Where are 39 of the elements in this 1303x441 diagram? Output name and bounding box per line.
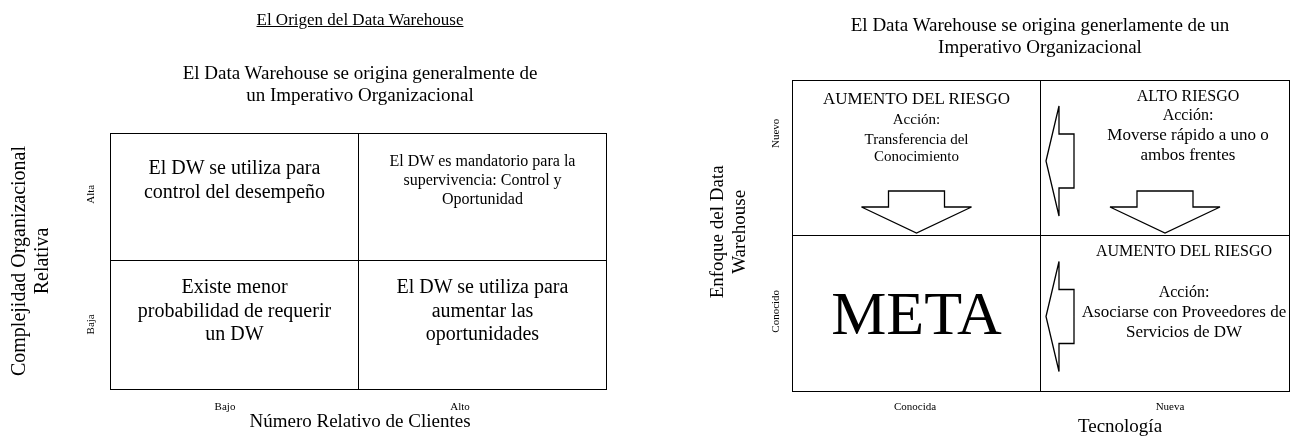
axis-tick-label: Bajo — [213, 400, 237, 413]
axis-tick-label: Nueva — [1154, 400, 1186, 413]
quadrant-cell — [792, 235, 1041, 392]
quadrant-cell — [110, 260, 359, 390]
cell-heading: AUMENTO DEL RIESGO — [823, 89, 1010, 110]
axis-tick-label: Nuevo — [768, 117, 782, 150]
axis-title: Enfoque del Data Warehouse — [706, 164, 750, 301]
block-arrow — [1109, 190, 1221, 234]
cell-text: Acción: — [891, 110, 942, 129]
cell-heading: AUMENTO DEL RIESGO — [1096, 242, 1272, 261]
quadrant-cell — [358, 133, 607, 261]
cell-text: El DW se utiliza para aumentar las oportunidades — [395, 275, 570, 346]
axis-title: Número Relativo de Clientes — [248, 410, 472, 432]
cell-heading: ALTO RIESGO — [1136, 87, 1240, 106]
axis-tick-label: Conocida — [892, 400, 938, 413]
quadrant-cell — [110, 133, 359, 261]
subtitle: El Data Warehouse se origina generalmente de un Imperativo Organizacional — [181, 62, 539, 106]
axis-tick-label: Baja — [83, 313, 97, 337]
cell-text: Acción: — [1162, 105, 1214, 125]
quadrant-cell — [358, 260, 607, 390]
cell-text: Acción: — [1158, 282, 1210, 302]
diagram-title: El Origen del Data Warehouse — [255, 10, 465, 30]
subtitle: El Data Warehouse se origina generlamente de un Imperativo Organizacional — [849, 14, 1231, 58]
quadrant-cell — [1040, 235, 1290, 392]
block-arrow — [860, 190, 973, 234]
axis-tick-label: Alta — [83, 183, 97, 206]
cell-text: Transferencia del Conocimiento — [863, 129, 970, 167]
axis-tick-label: Conocido — [768, 288, 782, 335]
cell-text: Existe menor probabilidad de requerir un DW — [136, 275, 333, 346]
block-arrow — [1045, 260, 1075, 373]
cell-text: Asociarse con Proveedores de Servicios de DW — [1081, 301, 1287, 342]
axis-title: Complejidad Organizacional Relativa — [7, 144, 53, 379]
cell-text: El DW se utiliza para control del desempeño — [142, 156, 327, 204]
cell-text: El DW es mandatorio para la supervivencia: Control y Oportunidad — [388, 152, 577, 209]
axis-title: Tecnología — [1076, 415, 1164, 437]
axis-tick-label: Alto — [449, 400, 471, 413]
block-arrow — [1045, 105, 1075, 217]
cell-text: Moverse rápido a uno o ambos frentes — [1106, 124, 1270, 165]
cell-text: META — [831, 277, 1002, 349]
